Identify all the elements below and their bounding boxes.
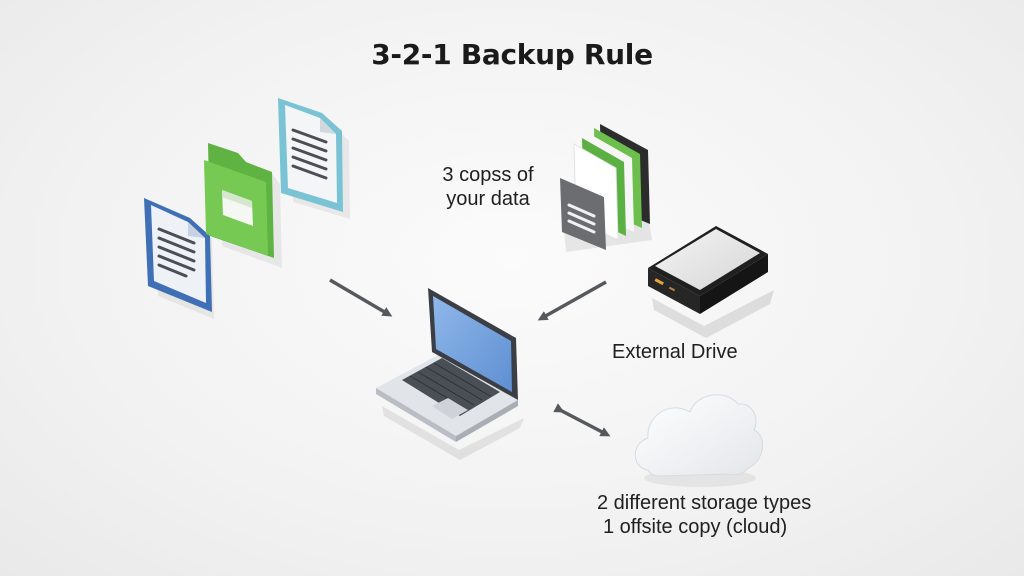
arrow-documents-to-laptop [329,278,393,317]
diagram-title: 3-2-1 Backup Rule [371,38,653,71]
laptop-icon [376,288,524,460]
storage-label-line-1: 2 different storage types [597,492,812,514]
arrow-drive-to-laptop [537,280,607,321]
external-drive-label: External Drive [612,341,738,363]
cloud-icon [634,394,763,487]
storage-label: 2 different storage types 1 offsite copy… [597,491,811,539]
document-blue-icon [144,198,214,319]
document-stack-icon [560,124,652,252]
copies-label-line-1: 3 copss of [442,164,534,186]
arrow-laptop-cloud-bidirectional [553,403,611,437]
folder-green-icon [204,143,282,268]
copies-label-line-2: your data [446,188,530,210]
storage-label-line-2: 1 offsite copy (cloud) [603,516,788,538]
external-drive-icon [648,226,774,338]
document-teal-icon [278,98,350,219]
copies-label: 3 copss of your data [436,163,540,211]
